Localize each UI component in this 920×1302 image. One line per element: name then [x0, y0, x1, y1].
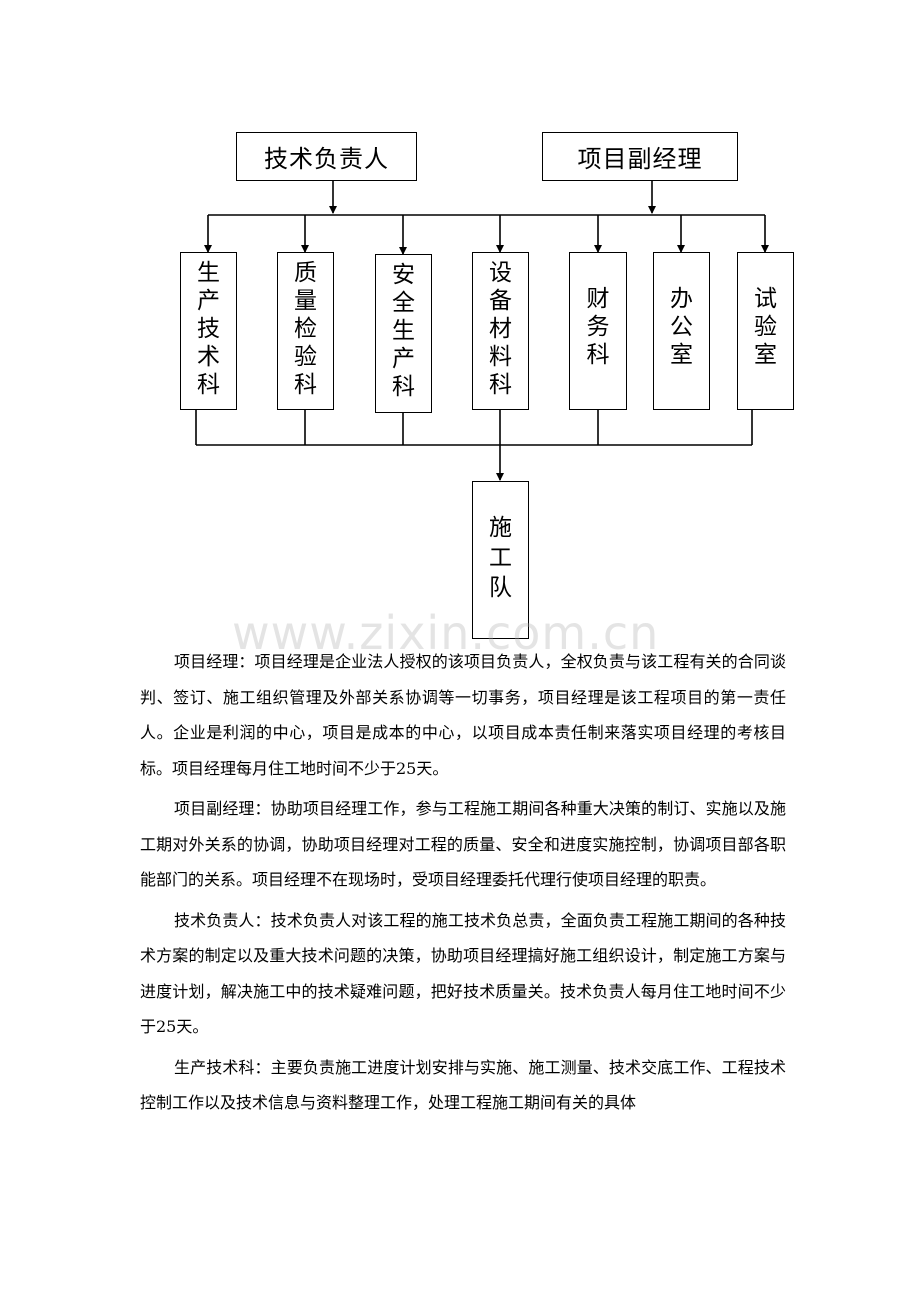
label-char: 科 — [489, 372, 512, 398]
label-char: 质 — [294, 260, 317, 286]
paragraph-tech-lead: 技术负责人：技术负责人对该工程的施工技术负总责，全面负责工程施工期间的各种技术方… — [140, 910, 786, 1037]
label-char: 量 — [294, 288, 317, 314]
label-char: 设 — [489, 260, 512, 286]
label-char: 财 — [586, 286, 610, 312]
label-char: 生 — [197, 260, 220, 286]
label-char: 办 — [670, 286, 693, 312]
label-char: 科 — [197, 372, 220, 398]
label-char: 备 — [489, 288, 512, 314]
dept-quality-inspection: 质量检验科 — [277, 252, 334, 410]
node-tech-lead: 技术负责人 — [236, 132, 417, 181]
dept-finance: 财务科 — [569, 252, 627, 410]
org-chart-connectors — [195, 180, 769, 481]
label-char: 试 — [754, 286, 777, 312]
dept-lab: 试验室 — [737, 252, 794, 410]
label-char: 工 — [489, 545, 512, 571]
label-char: 检 — [294, 316, 317, 342]
label-char: 队 — [489, 575, 512, 601]
paragraph-project-manager: 项目经理：项目经理是企业法人授权的该项目负责人，全权负责与该工程有关的合同谈判、… — [140, 652, 786, 778]
label-char: 产 — [392, 346, 415, 372]
dept-office: 办公室 — [653, 252, 710, 410]
watermark: www.zixin.com.cn — [232, 606, 660, 660]
node-deputy-manager: 项目副经理 — [542, 132, 738, 181]
label-char: 科 — [586, 342, 610, 368]
label-char: 务 — [586, 314, 610, 340]
label-char: 科 — [294, 372, 317, 398]
label-char: 安 — [392, 262, 415, 288]
dept-production-tech: 生产技术科 — [180, 252, 237, 410]
label-char: 全 — [392, 290, 415, 316]
label-char: 产 — [197, 288, 220, 314]
label-char: 料 — [489, 344, 512, 370]
dept-safety-production: 安全生产科 — [375, 254, 432, 413]
label-char: 材 — [489, 316, 512, 342]
label-char: 技 — [197, 316, 220, 342]
label-char: 验 — [754, 314, 777, 340]
label-char: 科 — [392, 374, 415, 400]
label-char: 公 — [670, 314, 693, 340]
label-char: 生 — [392, 318, 415, 344]
dept-equipment-materials: 设备材料科 — [472, 252, 529, 410]
label-char: 室 — [754, 342, 777, 368]
label-char: 验 — [294, 344, 317, 370]
node-construction-team: 施工队 — [472, 481, 529, 639]
body-text: 项目经理：项目经理是企业法人授权的该项目负责人，全权负责与该工程有关的合同谈判、… — [140, 644, 786, 1126]
label-char: 术 — [197, 344, 220, 370]
label-char: 施 — [489, 515, 512, 541]
paragraph-production-tech: 生产技术科：主要负责施工进度计划安排与实施、施工测量、技术交底工作、工程技术控制… — [140, 1057, 786, 1113]
label-char: 室 — [670, 342, 693, 368]
paragraph-deputy-manager: 项目副经理：协助项目经理工作，参与工程施工期间各种重大决策的制订、实施以及施工期… — [140, 799, 786, 889]
